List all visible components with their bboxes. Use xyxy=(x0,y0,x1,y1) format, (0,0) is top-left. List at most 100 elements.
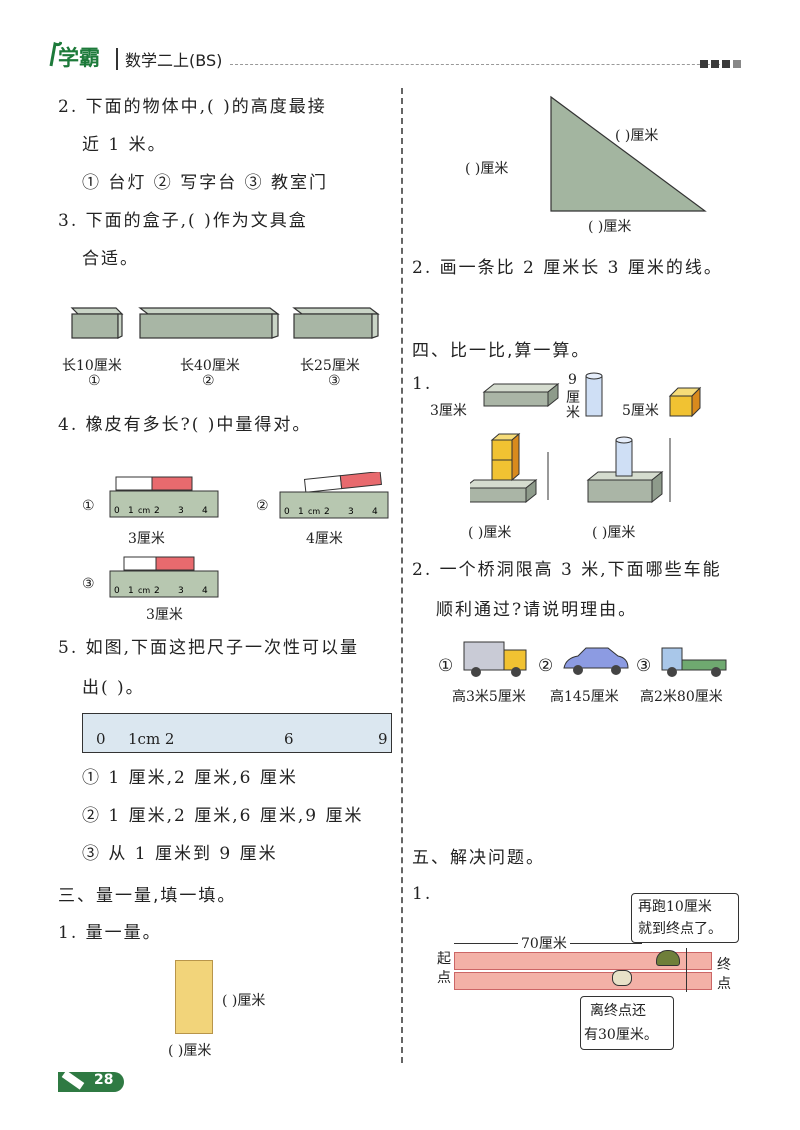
truck-icon xyxy=(463,641,527,677)
svg-text:1: 1 xyxy=(128,586,134,596)
ruler1-num: ① xyxy=(82,498,95,514)
q5-opt2: ② 1 厘米,2 厘米,6 厘米,9 厘米 xyxy=(82,806,364,826)
header-square xyxy=(711,60,719,68)
q2-options: ① 台灯 ② 写字台 ③ 教室门 xyxy=(82,173,329,193)
car3-num: ③ xyxy=(636,656,652,676)
bubble-1-line2: 就到终点了。 xyxy=(638,921,722,937)
header-square xyxy=(722,60,730,68)
ruler1-label: 3厘米 xyxy=(128,531,165,547)
ruler3-label: 3厘米 xyxy=(146,607,183,623)
bubble-2 xyxy=(580,996,674,1050)
box2-label: 长40厘米 xyxy=(180,358,240,374)
svg-text:2: 2 xyxy=(154,506,160,516)
r-q2: 2. 画一条比 2 厘米长 3 厘米的线。 xyxy=(412,258,723,278)
tri-top-answer: ( )厘米 xyxy=(615,128,659,144)
q5-ruler-6: 6 xyxy=(284,730,294,748)
box1-label: 长10厘米 xyxy=(62,358,122,374)
svg-text:3: 3 xyxy=(178,586,184,596)
q3-line1: 3. 下面的盒子,( )作为文具盒 xyxy=(58,211,308,231)
boxes-illustration xyxy=(70,307,380,339)
section4-title: 四、比一比,算一算。 xyxy=(412,341,591,361)
bubble-2-line2: 有30厘米。 xyxy=(584,1027,658,1043)
svg-text:1: 1 xyxy=(298,507,304,517)
section4-q2-line2: 顺利通过?请说明理由。 xyxy=(436,600,638,620)
box3-num: ③ xyxy=(328,373,341,389)
turtle-icon xyxy=(656,950,680,966)
compare-answer-1: ( )厘米 xyxy=(468,525,512,541)
header-book-title: 数学二上(BS) xyxy=(125,51,223,70)
rect-bottom-answer: ( )厘米 xyxy=(168,1043,212,1059)
track-len-label: 70厘米 xyxy=(518,933,570,953)
svg-text:cm: cm xyxy=(138,586,150,595)
svg-text:0: 0 xyxy=(114,586,120,596)
q5-ruler xyxy=(82,713,392,753)
column-divider xyxy=(401,88,403,1063)
box2-num: ② xyxy=(202,373,215,389)
lbl-cm2: 米 xyxy=(566,405,580,421)
tri-bottom-answer: ( )厘米 xyxy=(588,219,632,235)
section4-q1: 1. xyxy=(412,374,433,394)
track-lane-2 xyxy=(454,972,712,990)
section3-q1: 1. 量一量。 xyxy=(58,923,162,943)
lbl-3cm: 3厘米 xyxy=(430,403,467,419)
rabbit-icon xyxy=(612,970,632,986)
tri-left-answer: ( )厘米 xyxy=(465,161,509,177)
ruler2-num: ② xyxy=(256,498,269,514)
end-label-2: 点 xyxy=(717,976,731,992)
svg-text:4: 4 xyxy=(202,586,208,596)
box3-label: 长25厘米 xyxy=(300,358,360,374)
ruler3-num: ③ xyxy=(82,576,95,592)
svg-text:3: 3 xyxy=(178,506,184,516)
q5-ruler-9: 9 xyxy=(378,730,388,748)
q2-line2: 近 1 米。 xyxy=(82,135,167,155)
section5-title: 五、解决问题。 xyxy=(412,848,545,868)
header-rule xyxy=(230,64,725,65)
car1-label: 高3米5厘米 xyxy=(452,689,526,705)
page-number: 28 xyxy=(94,1072,114,1088)
svg-text:cm: cm xyxy=(138,506,150,515)
header-square xyxy=(700,60,708,68)
header-leaf-icon xyxy=(48,40,63,72)
start-label-2: 点 xyxy=(437,970,451,986)
car2-label: 高145厘米 xyxy=(550,689,619,705)
svg-text:3: 3 xyxy=(348,507,354,517)
svg-text:4: 4 xyxy=(202,506,208,516)
section4-q2-line1: 2. 一个桥洞限高 3 米,下面哪些车能 xyxy=(412,560,722,580)
start-label-1: 起 xyxy=(437,951,451,967)
svg-text:4: 4 xyxy=(372,507,378,517)
svg-text:1: 1 xyxy=(128,506,134,516)
q3-line2: 合适。 xyxy=(82,249,139,269)
car3-label: 高2米80厘米 xyxy=(640,689,723,705)
end-label-1: 终 xyxy=(717,957,731,973)
compare-figures xyxy=(470,372,702,504)
measure-rectangle xyxy=(175,960,213,1034)
header-logo: 学霸 xyxy=(58,46,100,70)
q4-line1: 4. 橡皮有多长?( )中量得对。 xyxy=(58,415,312,435)
svg-text:2: 2 xyxy=(324,507,330,517)
track-lane-1 xyxy=(454,952,712,970)
lbl-cm1: 厘 xyxy=(566,390,580,406)
section5-q1: 1. xyxy=(412,884,433,904)
sedan-icon xyxy=(563,647,629,675)
car2-num: ② xyxy=(538,656,554,676)
header-separator xyxy=(116,48,118,70)
box1-num: ① xyxy=(88,373,101,389)
header-square xyxy=(733,60,741,68)
car1-num: ① xyxy=(438,656,454,676)
rect-right-answer: ( )厘米 xyxy=(222,993,266,1009)
ruler2-label: 4厘米 xyxy=(306,531,343,547)
bubble-2-line1: 离终点还 xyxy=(590,1003,646,1019)
q5-opt1: ① 1 厘米,2 厘米,6 厘米 xyxy=(82,768,298,788)
svg-text:cm: cm xyxy=(308,507,320,516)
finish-line xyxy=(686,948,687,992)
bubble-1-line1: 再跑10厘米 xyxy=(638,899,712,915)
svg-text:0: 0 xyxy=(114,506,120,516)
triangle xyxy=(550,95,707,212)
svg-text:0: 0 xyxy=(284,507,290,517)
q5-line1: 5. 如图,下面这把尺子一次性可以量 xyxy=(58,638,360,658)
bubble-1 xyxy=(631,893,739,943)
compare-answer-2: ( )厘米 xyxy=(592,525,636,541)
